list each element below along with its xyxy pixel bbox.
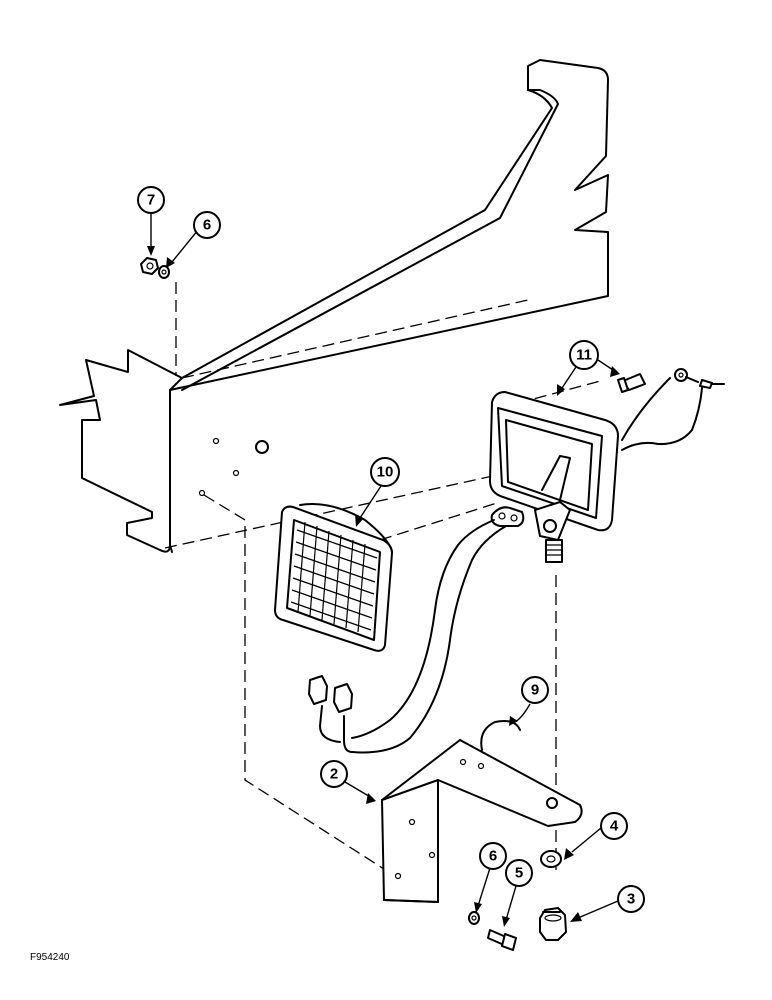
bolt-5-part	[487, 929, 517, 951]
callout-3: 3	[617, 885, 645, 913]
figure-id: F954240	[30, 952, 70, 963]
callout-label: 6	[489, 848, 497, 865]
callout-6-top: 6	[193, 211, 221, 239]
lamp-housing-11-part	[489, 391, 619, 563]
callout-label: 11	[576, 347, 592, 364]
callout-11: 11	[569, 340, 599, 370]
washer-6-part	[158, 265, 170, 279]
callout-label: 4	[610, 818, 619, 835]
leader-lines	[147, 214, 620, 927]
callout-label: 6	[203, 217, 211, 234]
callout-label: 5	[515, 865, 523, 882]
cable-tie-9-part	[480, 720, 521, 751]
callout-6-lower: 6	[479, 842, 507, 870]
callout-9: 9	[521, 676, 549, 704]
support-bracket-2-part	[381, 739, 583, 903]
locknut-3-part	[539, 907, 567, 941]
wire-harness-part	[621, 368, 725, 451]
callout-2: 2	[320, 760, 348, 788]
callout-4: 4	[600, 812, 628, 840]
washer-6-lower-part	[468, 911, 480, 925]
callout-label: 9	[531, 682, 539, 699]
mounting-frame-panel	[59, 59, 609, 553]
callout-7: 7	[137, 186, 165, 214]
callout-label: 10	[377, 464, 394, 481]
nut-7-part	[140, 257, 159, 275]
callout-label: 7	[147, 192, 155, 209]
washer-4-part	[540, 850, 562, 868]
callout-label: 3	[627, 891, 635, 908]
lamp-lens-10-part	[274, 503, 393, 652]
callout-label: 2	[330, 766, 338, 783]
callout-5: 5	[505, 859, 533, 887]
screw-11-part	[617, 373, 646, 393]
callout-10: 10	[370, 457, 400, 487]
lamp-cable-part	[308, 506, 525, 754]
